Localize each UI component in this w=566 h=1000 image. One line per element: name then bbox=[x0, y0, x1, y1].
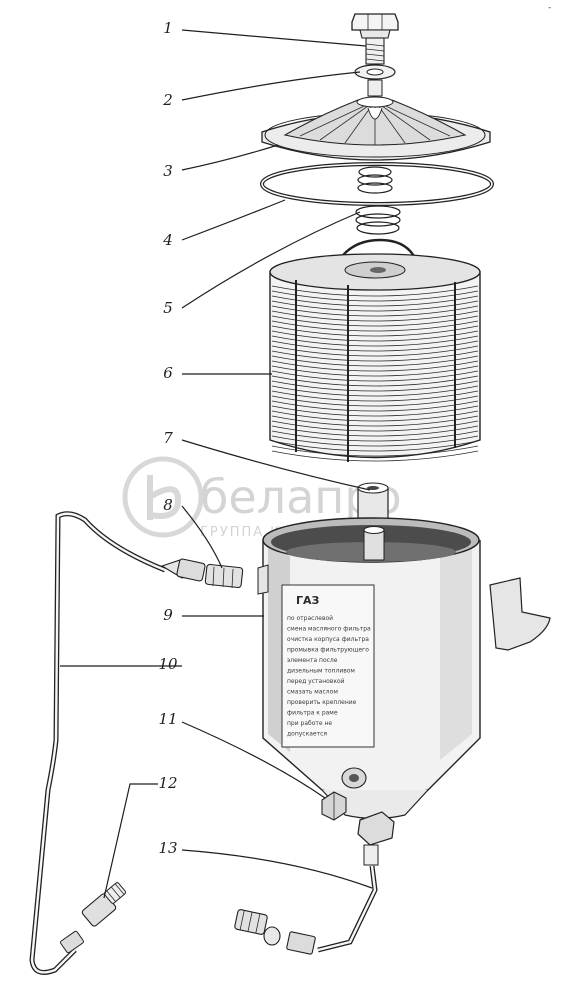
part-number-label: 12 bbox=[158, 774, 177, 792]
watermark-logo-ring bbox=[122, 456, 204, 538]
leader-line bbox=[103, 783, 158, 899]
part-number-label: 3 bbox=[163, 162, 173, 180]
callout-5: 5 bbox=[163, 211, 361, 317]
housing-bracket bbox=[489, 577, 551, 651]
callout-4: 4 bbox=[162, 199, 286, 249]
part-oil-pipe bbox=[29, 511, 166, 975]
part-number-label: 7 bbox=[163, 429, 173, 447]
part-bolt bbox=[351, 13, 399, 65]
part-filter-element bbox=[269, 238, 481, 462]
part-number-label: 6 bbox=[163, 364, 173, 382]
part-number-label: 9 bbox=[163, 606, 173, 624]
callout-7: 7 bbox=[163, 429, 371, 491]
nameplate-title: ГАЗ bbox=[296, 594, 320, 607]
leader-line bbox=[181, 439, 371, 491]
nameplate-line: дизельным топливом bbox=[287, 668, 355, 675]
callout-8: 8 bbox=[163, 496, 223, 569]
callout-13: 13 bbox=[158, 839, 373, 889]
housing-nameplate: ГАЗ по отраслевой смена масляного фильтра… bbox=[281, 584, 375, 748]
nameplate-line: фильтра к раме bbox=[287, 710, 338, 717]
part-gasket bbox=[260, 162, 494, 206]
nameplate-line: промывка фильтрующего bbox=[287, 647, 369, 654]
watermark-tagline: ГРУППА К bbox=[200, 525, 282, 540]
part-spring bbox=[355, 166, 401, 235]
nameplate-line: перед установкой bbox=[287, 678, 345, 685]
callout-11: 11 bbox=[158, 710, 326, 799]
part-number-label: 4 bbox=[162, 231, 173, 249]
part-union bbox=[81, 882, 127, 927]
callout-10: 10 bbox=[60, 655, 182, 673]
part-number-label: 8 bbox=[163, 496, 173, 514]
leader-line bbox=[181, 505, 223, 569]
part-fitting bbox=[160, 558, 244, 589]
callout-12: 12 bbox=[103, 774, 178, 899]
callout-2: 2 bbox=[162, 71, 361, 109]
callout-3: 3 bbox=[163, 144, 279, 180]
leader-line bbox=[181, 199, 286, 241]
nameplate-line: допускается bbox=[287, 731, 327, 738]
leader-line bbox=[181, 29, 367, 47]
nameplate-line: очистка корпуса фильтра bbox=[287, 636, 369, 643]
leader-line bbox=[181, 849, 373, 889]
part-number-label: 5 bbox=[163, 299, 173, 317]
part-cover bbox=[261, 96, 491, 161]
leader-line bbox=[181, 71, 361, 101]
nameplate-line: проверить крепление bbox=[287, 699, 357, 706]
nameplate-line: по отраслевой bbox=[287, 615, 333, 622]
nameplate-line: при работе не bbox=[287, 720, 332, 727]
watermark-logo-glyph bbox=[147, 475, 182, 520]
part-housing: ГАЗ по отраслевой смена масляного фильтра… bbox=[257, 517, 551, 820]
callout-1: 1 bbox=[163, 19, 367, 47]
part-drain-plug bbox=[321, 791, 347, 821]
part-number-label: 10 bbox=[158, 655, 178, 673]
nameplate-line: смена масляного фильтра bbox=[287, 626, 371, 633]
leader-line bbox=[181, 144, 279, 171]
part-number-label: 1 bbox=[163, 19, 173, 37]
part-drain-pipe bbox=[234, 811, 395, 955]
part-number-label: 13 bbox=[158, 839, 177, 857]
part-number-label: 11 bbox=[158, 710, 177, 728]
part-washer bbox=[354, 64, 396, 97]
part-number-label: 2 bbox=[162, 91, 173, 109]
nameplate-line: смазать маслом bbox=[287, 689, 338, 696]
callout-9: 9 bbox=[163, 606, 264, 624]
nameplate-line: элемента после bbox=[287, 657, 338, 664]
corner-mark: - bbox=[548, 3, 551, 13]
leader-line bbox=[181, 721, 326, 799]
callout-6: 6 bbox=[163, 364, 272, 382]
leader-line bbox=[181, 211, 361, 309]
